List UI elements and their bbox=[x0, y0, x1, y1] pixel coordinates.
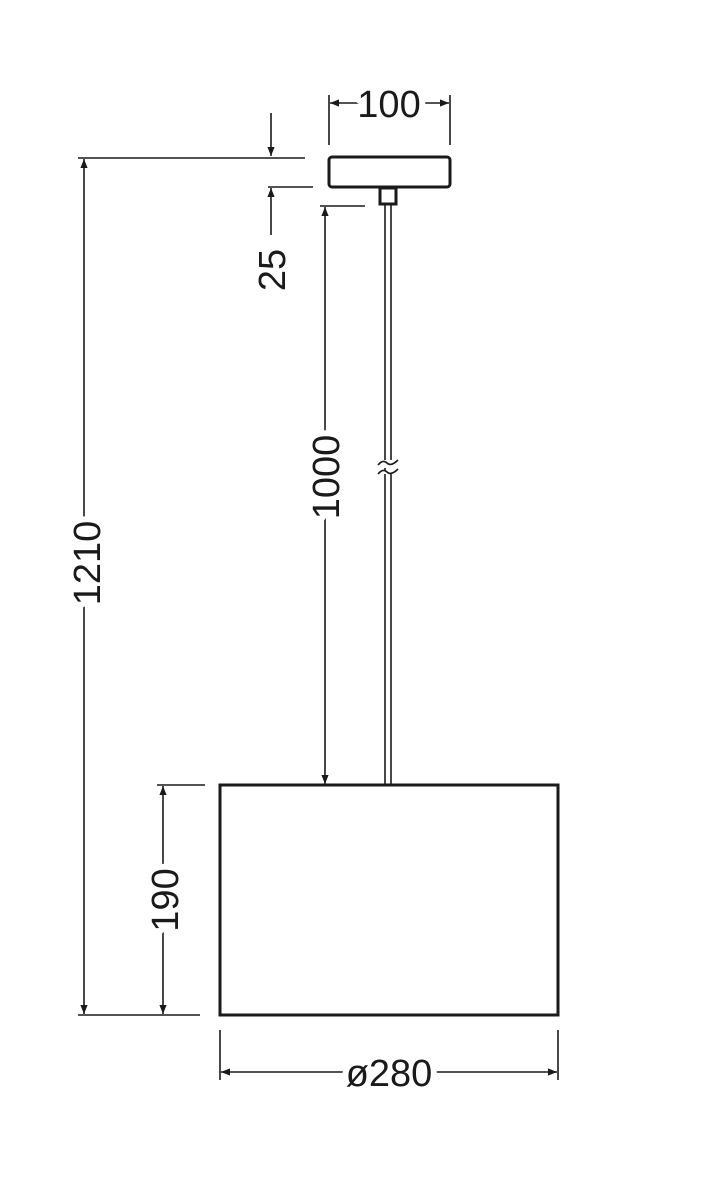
shade-diameter-label: ø280 bbox=[346, 1053, 433, 1095]
lamp bbox=[218, 155, 560, 1017]
shade-height-label: 190 bbox=[145, 868, 187, 931]
dimension-shade-diameter: ø280 bbox=[219, 1030, 559, 1101]
total-height-label: 1210 bbox=[67, 521, 109, 606]
cord-break-mark bbox=[377, 459, 399, 475]
dimension-canopy-height: 25 bbox=[246, 113, 313, 297]
dimension-cord-length: 1000 bbox=[300, 205, 365, 784]
dimension-shade-height: 190 bbox=[139, 784, 205, 1014]
dimension-canopy-width: 100 bbox=[328, 78, 451, 145]
cord-connector bbox=[378, 186, 398, 206]
cord-length-label: 1000 bbox=[306, 435, 348, 520]
canopy-height-label: 25 bbox=[252, 249, 294, 291]
ceiling-canopy bbox=[327, 155, 452, 189]
dimension-total-height: 1210 bbox=[61, 157, 305, 1016]
canopy-width-label: 100 bbox=[357, 84, 420, 126]
lamp-shade bbox=[218, 783, 560, 1017]
